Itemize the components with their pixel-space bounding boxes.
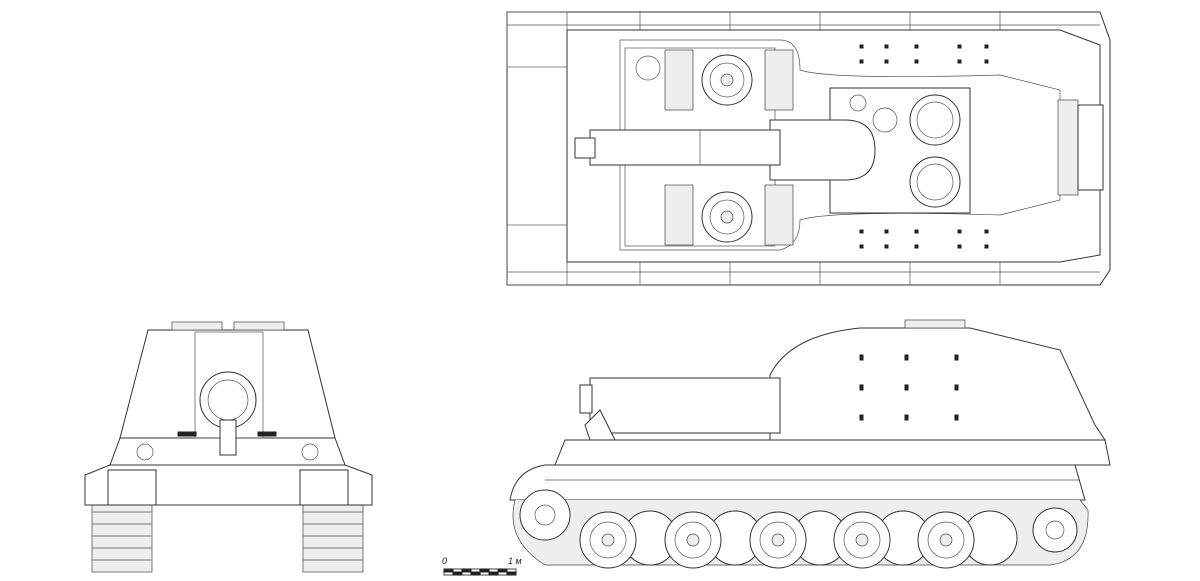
scale-end-label: 1 м xyxy=(508,556,522,566)
road-wheels xyxy=(579,510,1018,569)
idler xyxy=(1032,507,1078,553)
side-view xyxy=(509,319,1111,569)
scale-bar xyxy=(443,568,517,576)
sprocket xyxy=(519,489,571,541)
scale-start-label: 0 xyxy=(442,556,448,566)
top-view xyxy=(506,11,1111,286)
front-view xyxy=(84,321,373,573)
